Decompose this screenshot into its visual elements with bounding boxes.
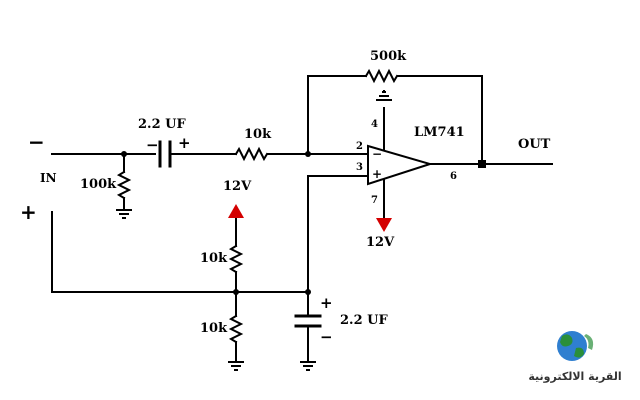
ground-icon	[228, 361, 244, 371]
junction-dot	[233, 289, 239, 295]
r-input-shunt-label: 100k	[80, 177, 117, 192]
r-input-series-label: 10k	[244, 127, 272, 142]
supply-arrow-down-icon	[376, 218, 392, 232]
opamp-pin-4: 4	[371, 119, 378, 130]
input-plus-sign: +	[20, 200, 37, 224]
c-bias-minus-sign: −	[320, 328, 333, 346]
bias-supply-label: 12V	[223, 179, 252, 194]
opamp-body	[367, 144, 434, 186]
input-minus-sign: −	[28, 130, 45, 154]
supply-arrow-up-icon	[228, 204, 244, 218]
opamp-name: LM741	[414, 125, 465, 140]
junction-dot	[305, 289, 311, 295]
output-label: OUT	[518, 137, 551, 152]
ground-symbols	[116, 90, 392, 371]
bias-resistor-top	[228, 244, 244, 274]
junction-dot	[305, 151, 311, 157]
junction-dot	[121, 151, 127, 157]
opamp-pin-3: 3	[356, 162, 363, 173]
opamp-pin-6: 6	[450, 171, 457, 182]
c-bias-plus-sign: +	[320, 294, 333, 312]
shunt-resistor	[116, 170, 132, 200]
c-input-label: 2.2 UF	[138, 117, 186, 132]
c-input-minus-sign: −	[146, 136, 159, 154]
feedback-resistor	[364, 68, 399, 84]
ground-icon	[376, 90, 392, 101]
opamp-minus-sign: −	[372, 147, 383, 161]
opamp-pin-7: 7	[371, 195, 378, 206]
watermark-globe-icon	[557, 331, 594, 361]
ground-icon	[300, 361, 316, 371]
bias-resistor-bottom	[228, 314, 244, 344]
ground-icon	[116, 209, 132, 219]
opamp-supply-label: 12V	[366, 235, 395, 250]
watermark-text: القرية الالكترونية	[528, 370, 622, 383]
junctions	[121, 151, 486, 295]
opamp-pin-2: 2	[356, 141, 363, 152]
r-bias-bottom-label: 10k	[200, 321, 228, 336]
watermark-logo: القرية الالكترونية	[520, 326, 630, 390]
noninverting-wire	[307, 175, 369, 293]
feedback-wire	[307, 75, 367, 155]
opamp-plus-sign: +	[372, 167, 383, 181]
input-series-resistor	[234, 146, 269, 162]
r-bias-top-label: 10k	[200, 251, 228, 266]
c-input-plus-sign: +	[178, 134, 191, 152]
plus-lead-wire	[51, 211, 309, 293]
input-label: IN	[40, 171, 57, 185]
junction-dot	[478, 160, 486, 168]
r-feedback-label: 500k	[370, 49, 407, 64]
c-bias-label: 2.2 UF	[340, 313, 388, 328]
